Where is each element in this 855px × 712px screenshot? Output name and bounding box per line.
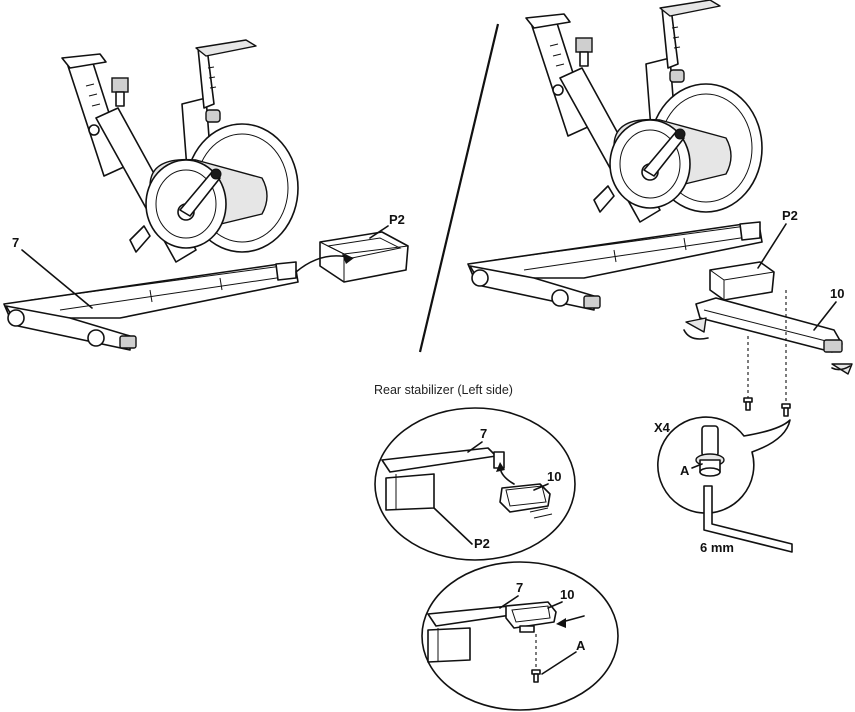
label-part-7-detail-bottom: 7 <box>516 580 523 595</box>
label-bolt-qty: X4 <box>654 420 671 435</box>
label-bolt-a: A <box>680 463 690 478</box>
leader-p2-left <box>369 225 389 239</box>
label-part-7-detail-top: 7 <box>480 426 487 441</box>
label-part-10-right: 10 <box>830 286 844 301</box>
bike-left <box>3 39 299 351</box>
bolt-icon <box>695 425 725 477</box>
label-bolt-a-detail: A <box>576 638 586 653</box>
arrow-icon <box>831 365 851 371</box>
label-wrench-size: 6 mm <box>700 540 734 555</box>
caption-rear-stabilizer: Rear stabilizer (Left side) <box>374 383 513 397</box>
detail-circle-top <box>374 407 576 561</box>
label-p2-right: P2 <box>782 208 798 223</box>
leader-part-10-right <box>813 301 837 331</box>
packaging-block-p2-right <box>709 261 775 301</box>
rear-stabilizer-10 <box>683 297 853 375</box>
label-part-7-left: 7 <box>12 235 19 250</box>
bolt-icon <box>743 397 753 411</box>
packaging-block-p2-left <box>319 231 409 283</box>
panel-divider <box>418 23 500 353</box>
bolt-detail-callout <box>657 416 791 514</box>
bolt-icon <box>781 403 791 417</box>
label-p2-detail-top: P2 <box>474 536 490 551</box>
leader-part-7-left <box>21 249 93 309</box>
label-p2-left: P2 <box>389 212 405 227</box>
label-part-10-detail-top: 10 <box>547 469 561 484</box>
leader-p2-right <box>757 223 787 269</box>
allen-wrench-icon <box>703 485 793 553</box>
label-part-10-detail-bottom: 10 <box>560 587 574 602</box>
detail-circle-bottom <box>421 561 619 711</box>
bike-right <box>467 0 763 311</box>
bolt-icon <box>531 669 541 683</box>
arrow-icon <box>683 329 709 340</box>
leader-bolt-a <box>691 463 703 469</box>
detail-frame-top <box>381 447 553 519</box>
detail-frame-bottom <box>427 601 585 683</box>
